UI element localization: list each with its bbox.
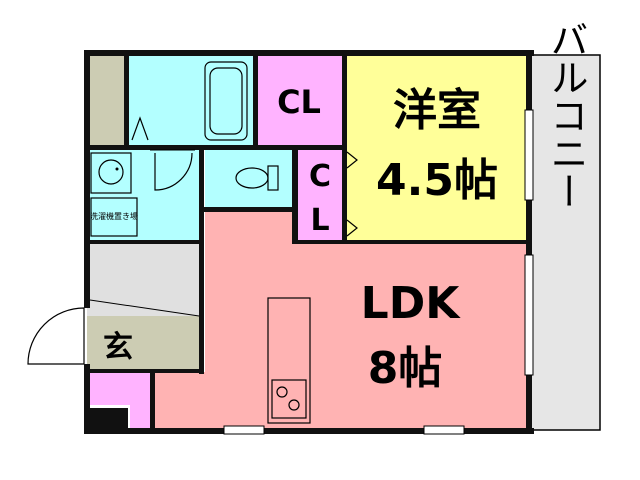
washroom-area: [87, 150, 202, 242]
closet-top-area: [256, 55, 343, 145]
wall-hall-ldk: [199, 244, 204, 374]
kitchen-stove: [271, 379, 307, 419]
burner-icon: [276, 386, 288, 398]
bathtub-inner: [209, 67, 243, 135]
wall-top: [84, 50, 534, 56]
closet-side-label-l: L: [310, 203, 329, 238]
ldk-area: [155, 212, 528, 430]
burner-icon: [288, 399, 300, 411]
bathtub: [204, 61, 248, 141]
wall-left-upper: [84, 50, 90, 308]
window-western: [524, 109, 534, 201]
toilet-tank-icon: [267, 165, 279, 191]
washbasin-icon: [98, 159, 124, 185]
kitchen-counter: [267, 297, 311, 424]
shoe-storage-area: [90, 372, 152, 430]
balcony-label: バルコニー: [544, 20, 588, 210]
wall-under-washroom: [84, 240, 204, 244]
western-room-area: [345, 55, 528, 243]
washroom-door: [154, 152, 193, 191]
wall-under-toilet: [199, 207, 297, 212]
washbasin-drain-icon: [115, 167, 119, 171]
balcony-area: [529, 54, 601, 431]
bath-door: [131, 116, 149, 141]
hallway-area: [87, 244, 202, 316]
ldk-size: 8帖: [368, 343, 443, 394]
toilet-area: [205, 150, 295, 210]
window-ldk: [524, 254, 534, 376]
wall-storage-right: [150, 369, 155, 433]
closet-side-area: [297, 148, 343, 240]
closet-top-label: CL: [277, 83, 321, 121]
wall-left-lower: [84, 364, 90, 434]
wall-side-closet: [292, 145, 298, 244]
wall-above-storage: [84, 369, 204, 373]
entrance-door: [27, 307, 85, 365]
wall-under-bath: [84, 145, 347, 150]
window-bottom-1: [223, 425, 265, 435]
western-room-size: 4.5帖: [376, 155, 498, 206]
bathroom-area: [128, 55, 254, 147]
wall-wash-toilet: [199, 145, 204, 245]
wall-bath-closet: [253, 50, 258, 150]
washer-space-label: 洗濯機置き場: [90, 211, 138, 221]
entrance-area: [87, 316, 202, 372]
washer-space: [90, 197, 138, 237]
closet-side-label-c: C: [309, 159, 331, 194]
wall-corner-block: [84, 408, 128, 434]
step-line: [89, 299, 200, 317]
western-room-name: 洋室: [393, 85, 481, 136]
ldk-name: LDK: [361, 278, 462, 329]
washbasin-counter: [90, 152, 132, 194]
window-bottom-2: [423, 425, 465, 435]
closet-door-marks: [346, 151, 358, 237]
wall-under-western: [292, 240, 530, 244]
storage-area: [87, 55, 125, 147]
wall-storage-bath: [124, 50, 129, 150]
entrance-label: 玄: [103, 330, 133, 365]
wall-bottom: [84, 428, 534, 434]
